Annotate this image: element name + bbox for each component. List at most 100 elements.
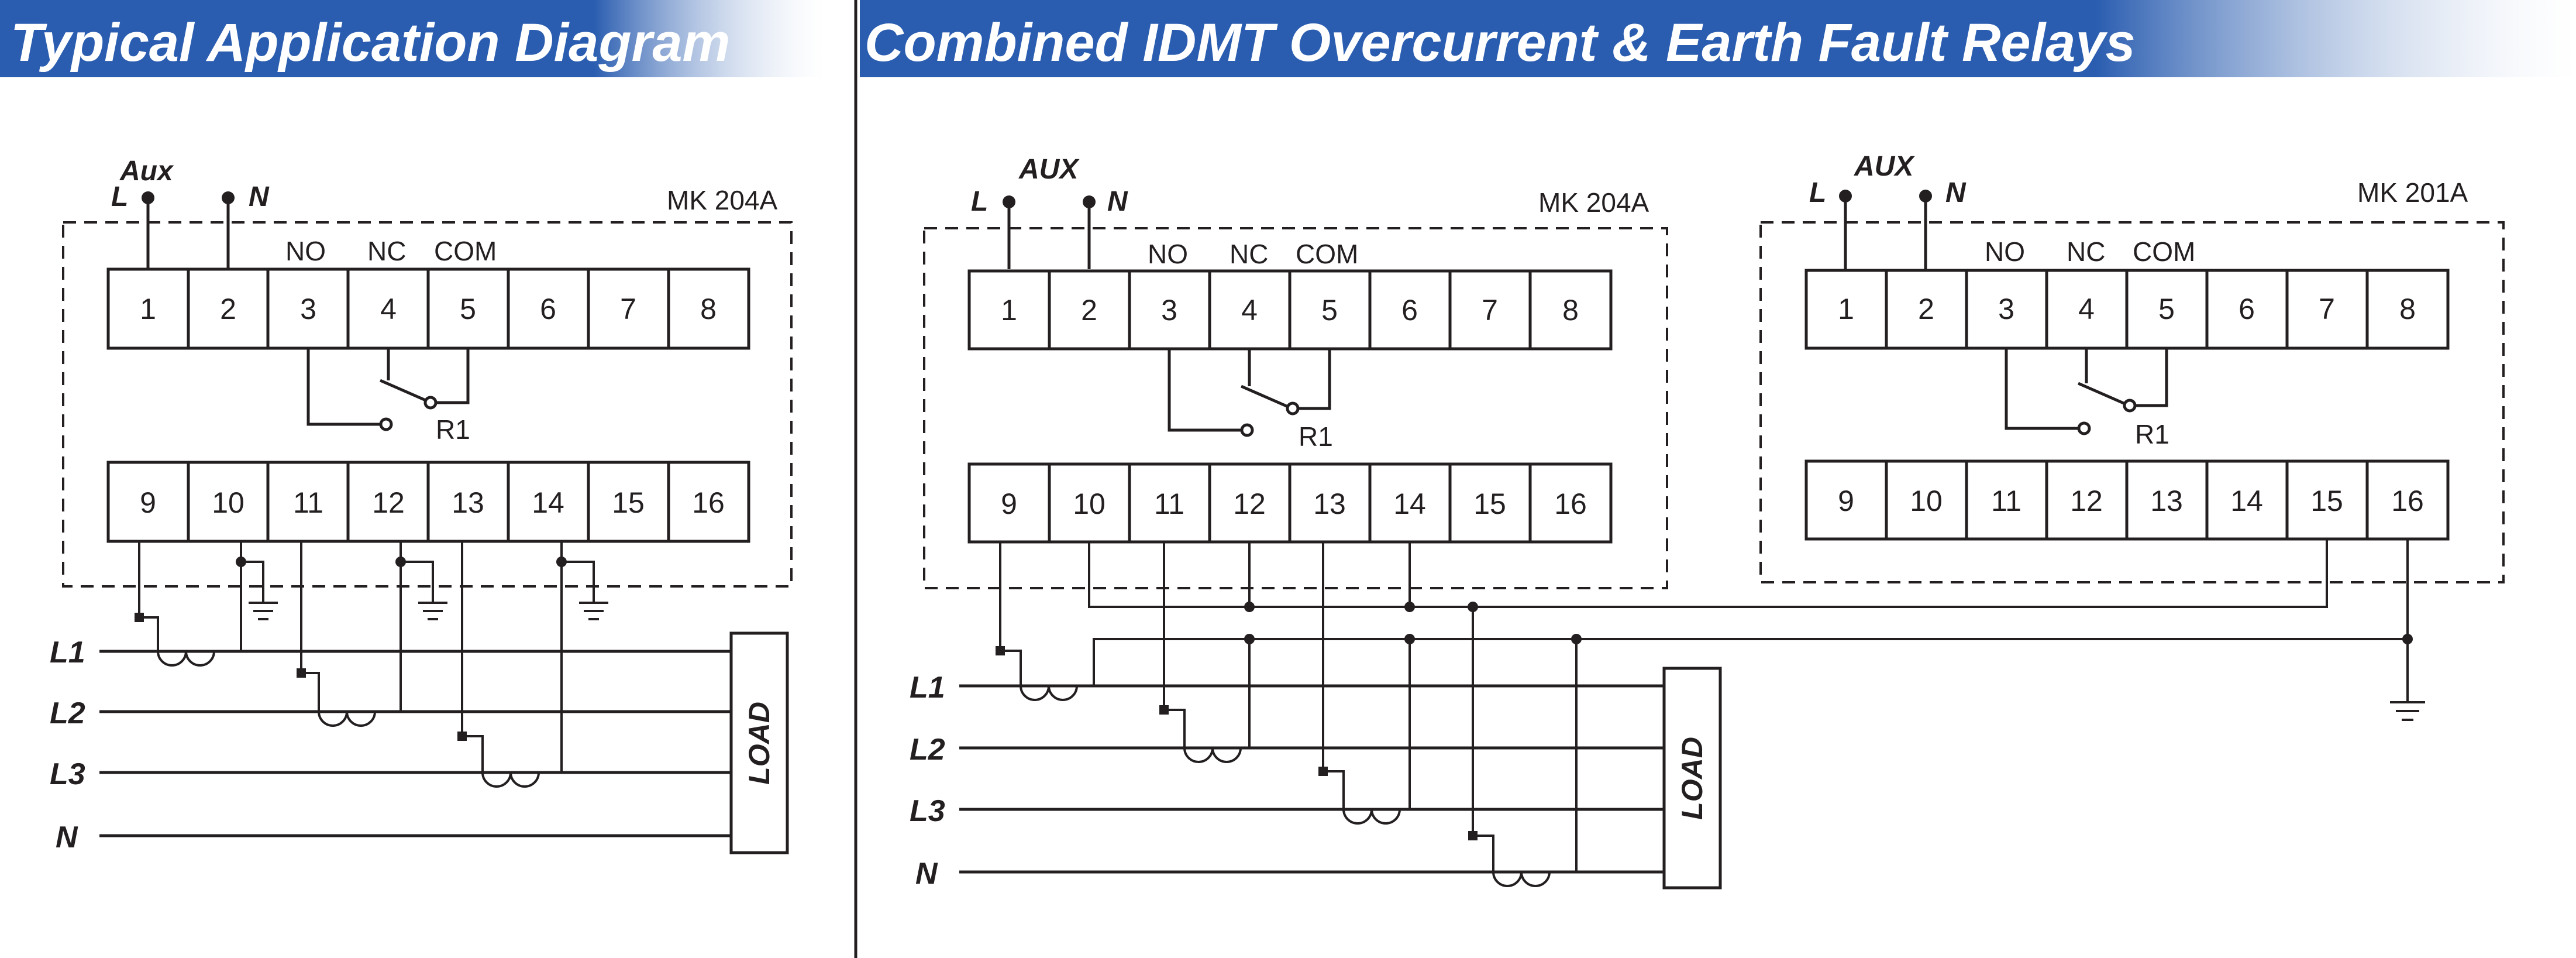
- relay-a-r1-label: R1: [1299, 421, 1333, 452]
- relay-a-terminal-5: 5: [1321, 294, 1338, 327]
- relay-b-r1-label: R1: [2135, 419, 2169, 449]
- right-line-l2-label: L2: [910, 733, 945, 767]
- aux-n-label: N: [249, 181, 270, 212]
- relay-b-terminal-7: 7: [2319, 293, 2335, 325]
- relay-b-aux-n-label: N: [1945, 177, 1967, 208]
- relay-b-terminal-2: 2: [1918, 293, 1934, 325]
- left-title: Typical Application Diagram: [11, 13, 730, 73]
- relay-b-contact-nc: NC: [2067, 236, 2105, 267]
- relay-a-model: MK 204A: [1538, 187, 1649, 218]
- relay-b-model: MK 201A: [2357, 177, 2468, 208]
- relay-a-terminal-16: 16: [1554, 487, 1587, 520]
- right-panel: MK 204A AUX L N NO NC COM 1 2 3 4 5 6 7 …: [910, 151, 2505, 891]
- relay-a-aux-l-label: L: [971, 186, 988, 217]
- top-terminal-strip: 1 2 3 4 5 6 7 8: [106, 267, 750, 350]
- contact-com-label: COM: [434, 236, 497, 266]
- relay-b-terminal-6: 6: [2238, 293, 2255, 325]
- relay-b-aux-n-dot: [1919, 190, 1932, 202]
- relay-b-contact-r1: R1: [2005, 348, 2169, 449]
- contact-nc-label: NC: [367, 236, 406, 266]
- right-ct-l2: [1159, 542, 1251, 763]
- right-line-l3-label: L3: [910, 794, 945, 828]
- terminal-8: 8: [700, 293, 717, 325]
- relay-a-contact-nc: NC: [1230, 239, 1268, 269]
- relay-b-terminal-3: 3: [1998, 293, 2014, 325]
- terminal-16: 16: [692, 486, 725, 519]
- relay-b-terminal-10: 10: [1910, 485, 1943, 517]
- relay-a-terminal-8: 8: [1562, 294, 1579, 327]
- terminal-3: 3: [300, 293, 316, 325]
- right-ct-l1: [996, 542, 1095, 701]
- relay-b-terminal-16: 16: [2391, 485, 2424, 517]
- relay-b-terminal-1: 1: [1838, 293, 1854, 325]
- current-transformer-l1: [135, 541, 278, 667]
- relay-b-terminal-8: 8: [2399, 293, 2416, 325]
- relay-b-aux-label: AUX: [1854, 151, 1915, 182]
- relay-b-contact-no: NO: [1985, 236, 2025, 267]
- relay-b-aux-l-dot: [1839, 190, 1852, 202]
- relay-b-contact-com: COM: [2133, 236, 2195, 267]
- relay-b-terminal-13: 13: [2150, 485, 2183, 517]
- relay-a-terminal-1: 1: [1001, 294, 1017, 327]
- relay-b-terminal-11: 11: [1991, 485, 2021, 517]
- relay-b-terminal-12: 12: [2070, 485, 2103, 517]
- relay-a-terminal-7: 7: [1482, 294, 1498, 327]
- right-load-label: LOAD: [1676, 737, 1709, 820]
- relay-model: MK 204A: [667, 185, 778, 215]
- right-title: Combined IDMT Overcurrent & Earth Fault …: [865, 13, 2136, 73]
- terminal-14: 14: [532, 486, 564, 519]
- left-title-banner: Typical Application Diagram: [0, 0, 825, 77]
- terminal-10: 10: [212, 486, 244, 519]
- terminal-5: 5: [460, 293, 476, 325]
- line-n-label: N: [56, 820, 78, 854]
- aux-n-terminal-dot: [222, 191, 235, 204]
- relay-b-terminal-5: 5: [2158, 293, 2175, 325]
- relay-a-contact-r1: R1: [1168, 349, 1333, 452]
- terminal-6: 6: [540, 293, 556, 325]
- relay-a-terminal-2: 2: [1081, 294, 1097, 327]
- relay-a-terminal-12: 12: [1233, 487, 1266, 520]
- relay-a-terminal-11: 11: [1154, 487, 1184, 520]
- aux-l-label: L: [111, 181, 128, 212]
- aux-l-terminal-dot: [142, 191, 154, 204]
- current-transformer-l2: [297, 541, 447, 727]
- relay-a-aux-n-label: N: [1107, 186, 1128, 217]
- relay-enclosure: [62, 221, 793, 588]
- relay-b-bottom-terminal-strip: 9 10 11 12 13 14 15 16: [1804, 459, 2450, 541]
- relay-a-terminal-3: 3: [1161, 294, 1177, 327]
- relay-a-terminal-4: 4: [1241, 294, 1258, 327]
- relay-a-aux-l-dot: [1003, 195, 1015, 208]
- right-title-banner: Combined IDMT Overcurrent & Earth Fault …: [860, 0, 2576, 77]
- right-line-n-label: N: [915, 857, 938, 891]
- right-load-block: LOAD: [1662, 667, 1722, 890]
- right-ct-n: [1468, 607, 1578, 887]
- current-transformer-l3: [457, 541, 608, 788]
- terminal-7: 7: [620, 293, 636, 325]
- relay-contact-r1: R1: [306, 348, 470, 445]
- aux-label: Aux: [119, 156, 174, 187]
- terminal-11: 11: [293, 486, 323, 519]
- line-l1-label: L1: [50, 636, 85, 669]
- terminal-1: 1: [140, 293, 156, 325]
- relay-a-contact-com: COM: [1296, 239, 1358, 269]
- relay-b-terminal-4: 4: [2078, 293, 2095, 325]
- load-block: LOAD: [729, 631, 789, 854]
- relay-a-terminal-10: 10: [1073, 487, 1106, 520]
- relay-a-top-terminal-strip: 1 2 3 4 5 6 7 8: [967, 269, 1613, 351]
- relay-b-aux-l-label: L: [1809, 177, 1826, 208]
- relay-a-terminal-6: 6: [1401, 294, 1418, 327]
- relay-a-terminal-14: 14: [1393, 487, 1426, 520]
- relay-a-terminal-13: 13: [1313, 487, 1346, 520]
- relay-a-bottom-terminal-strip: 9 10 11 12 13 14 15 16: [967, 462, 1613, 544]
- relay-b-terminal-9: 9: [1838, 485, 1854, 517]
- relay-a-terminal-9: 9: [1001, 487, 1017, 520]
- relay-a-contact-no: NO: [1148, 239, 1188, 269]
- relay-r1-label: R1: [436, 414, 470, 445]
- terminal-2: 2: [220, 293, 236, 325]
- line-l3-label: L3: [50, 757, 85, 791]
- relay-b-terminal-15: 15: [2310, 485, 2343, 517]
- relay-a-terminal-15: 15: [1473, 487, 1506, 520]
- relay-b-enclosure: [1759, 221, 2505, 583]
- relay-b-terminal-14: 14: [2230, 485, 2263, 517]
